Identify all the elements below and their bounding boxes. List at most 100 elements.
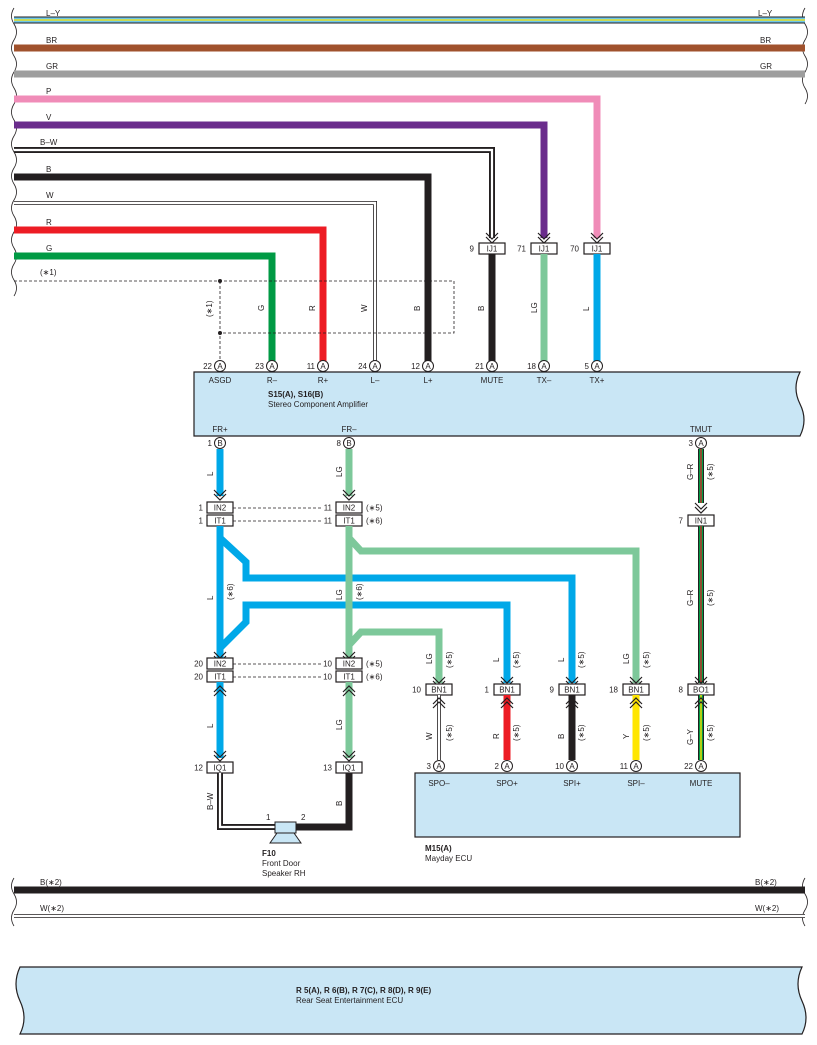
svg-text:18: 18 (609, 686, 618, 695)
svg-text:5: 5 (585, 362, 590, 371)
svg-text:IQ1: IQ1 (343, 764, 356, 773)
mayday-pin-spi-minus: A 11 SPI– (620, 760, 645, 788)
splice-in2-bot-mid: IN2 10 (∗5) (323, 657, 383, 670)
splice-bn1-b: BN1 1 (485, 683, 521, 696)
wire-bw-top (14, 147, 495, 238)
svg-text:3: 3 (427, 762, 432, 771)
splice-it1-bot-mid: IT1 10 (∗6) (323, 670, 383, 683)
svg-text:10: 10 (323, 660, 332, 669)
vlabel-mid-l2: L (206, 595, 215, 600)
svg-text:L–: L– (371, 376, 380, 385)
svg-text:7: 7 (679, 517, 684, 526)
amp-pin-l-minus: A 24 L– (358, 360, 381, 385)
svg-text:A: A (269, 362, 275, 371)
vlabel-s5-k: (∗5) (706, 724, 715, 741)
amp-pin-tx-minus: A 18 TX– (527, 360, 552, 385)
mayday-pin-spo-plus: A 2 SPO+ (495, 760, 518, 788)
label-gr-left: GR (46, 62, 58, 71)
svg-text:MUTE: MUTE (481, 376, 504, 385)
svg-text:21: 21 (475, 362, 484, 371)
svg-text:IT1: IT1 (343, 517, 355, 526)
wire-b-top (14, 173, 432, 362)
vlabel-y6: Y (622, 733, 631, 739)
splice-dot-2 (218, 331, 222, 335)
vlabel-gy: G–Y (686, 728, 695, 745)
vlabel-mid-l4: L (557, 657, 566, 662)
svg-text:B: B (217, 439, 222, 448)
label-v: V (46, 113, 52, 122)
speaker-code: F10 (262, 849, 276, 858)
label-ly-left: L–Y (46, 9, 61, 18)
svg-text:22: 22 (684, 762, 693, 771)
vlabel-s5-h: (∗5) (512, 724, 521, 741)
amp-pin-mute: A 21 MUTE (475, 360, 504, 385)
svg-text:BN1: BN1 (564, 686, 580, 695)
chevron-in2-mid (342, 489, 356, 501)
amp-pin-r-plus: A 11 R+ (307, 360, 329, 385)
wire-w-top (14, 201, 377, 362)
vlabel-mid-s5-c: (∗5) (445, 651, 454, 668)
wire-speaker-bw (217, 773, 275, 830)
svg-text:70: 70 (570, 245, 579, 254)
svg-text:IJ1: IJ1 (539, 245, 550, 254)
wire-v (14, 121, 548, 238)
svg-text:9: 9 (470, 245, 475, 254)
svg-text:(∗6): (∗6) (366, 517, 383, 526)
splice-it1-top-mid: IT1 11 (∗6) (324, 514, 383, 527)
svg-text:3: 3 (689, 439, 694, 448)
svg-text:10: 10 (412, 686, 421, 695)
splice-iq1-left: IQ1 12 (194, 761, 234, 774)
wire-l-to-spo-plus (217, 601, 511, 683)
wire-g-top (14, 252, 276, 362)
vlabel-r: R (308, 305, 317, 311)
vlabel-mid-lg3: LG (425, 653, 434, 664)
dashed-links-top (233, 507, 321, 522)
wire-p (14, 95, 601, 238)
svg-text:10: 10 (323, 673, 332, 682)
vlabel-s5-j: (∗5) (642, 724, 651, 741)
amp-pin-tx-plus: A 5 TX+ (585, 360, 605, 385)
splice-bo1: BO1 8 (679, 683, 715, 696)
svg-text:2: 2 (495, 762, 500, 771)
rear-ecu-box (15, 966, 807, 1035)
vlabel-b: B (413, 306, 422, 311)
mayday-code: M15(A) (425, 844, 452, 853)
splice-in2-bot-left: IN2 20 (194, 657, 234, 670)
svg-text:20: 20 (194, 660, 203, 669)
label-ly-right: L–Y (758, 9, 773, 18)
label-p: P (46, 87, 51, 96)
svg-text:1: 1 (208, 439, 213, 448)
svg-text:IT1: IT1 (343, 673, 355, 682)
mayday-desc: Mayday ECU (425, 854, 472, 863)
splice-in2-top-left: IN2 1 (199, 501, 234, 514)
svg-text:IQ1: IQ1 (214, 764, 227, 773)
label-b: B (46, 165, 51, 174)
svg-text:A: A (504, 762, 510, 771)
label-w2-right: W(∗2) (755, 904, 779, 913)
svg-text:SPI–: SPI– (627, 779, 645, 788)
wire-speaker-b (296, 773, 353, 831)
chevrons-mayday (432, 697, 708, 709)
speaker-name-1: Front Door (262, 859, 301, 868)
vlabel-mid-s5-f: (∗5) (642, 651, 651, 668)
vlabel-mid-s5-b: (∗5) (706, 589, 715, 606)
svg-text:BN1: BN1 (628, 686, 644, 695)
svg-text:IN2: IN2 (343, 660, 356, 669)
vlabel-mid-s5-e: (∗5) (577, 651, 586, 668)
ij1-connector-9: IJ1 9 (470, 232, 506, 255)
label-bw: B–W (40, 138, 58, 147)
vlabel-mid-s5-d: (∗5) (512, 651, 521, 668)
svg-text:FR–: FR– (341, 425, 357, 434)
svg-text:TX–: TX– (537, 376, 552, 385)
svg-text:(∗6): (∗6) (366, 673, 383, 682)
svg-text:23: 23 (255, 362, 264, 371)
label-shield: (∗1) (40, 268, 57, 277)
svg-text:A: A (698, 439, 704, 448)
amplifier-desc: Stereo Component Amplifier (268, 400, 368, 409)
splice-it1-top-left: IT1 1 (199, 514, 234, 527)
svg-text:A: A (698, 762, 704, 771)
amp-pin-r-minus: A 23 R– (255, 360, 278, 385)
ij1-connector-71: IJ1 71 (517, 232, 558, 255)
label-gr-right: GR (760, 62, 772, 71)
